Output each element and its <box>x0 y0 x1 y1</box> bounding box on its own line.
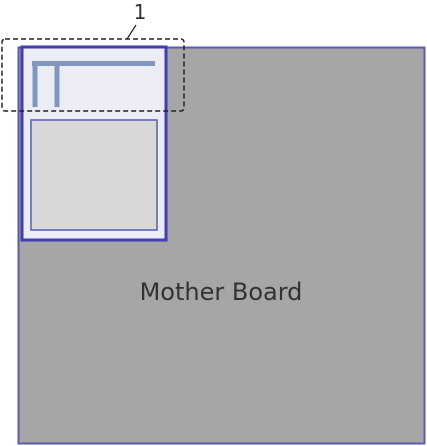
callout-box <box>1 38 185 112</box>
callout-label: 1 <box>134 0 147 24</box>
mother-board-label: Mother Board <box>140 278 303 306</box>
callout-leader-line <box>126 24 137 40</box>
connector-element <box>32 61 155 107</box>
module-chip-area <box>30 119 158 231</box>
